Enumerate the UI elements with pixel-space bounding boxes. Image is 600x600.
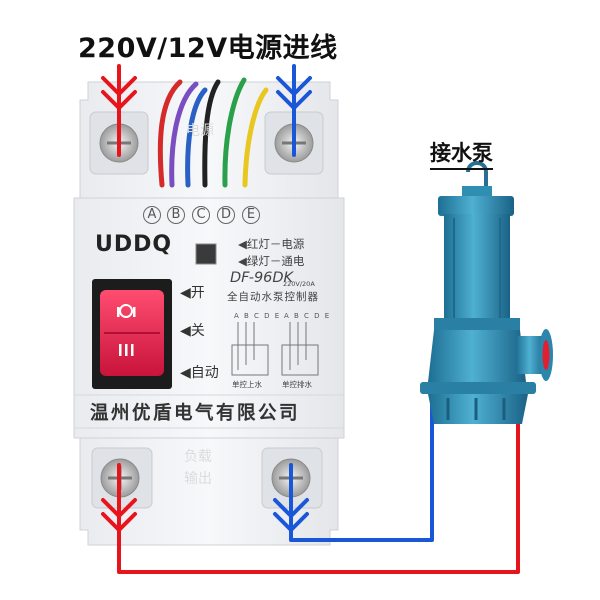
water-pump-illustration [420, 161, 553, 424]
level-schematic [231, 322, 319, 376]
terminal-label-d: D [217, 206, 235, 224]
switch-on-label: ◀开 [180, 285, 205, 301]
company-name: 温州优盾电气有限公司 [90, 403, 301, 424]
bottom-embossed-text-2: 输出 [184, 471, 212, 487]
model-number: DF-96DK [230, 270, 294, 286]
terminal-label-e: E [242, 206, 260, 224]
output-neutral-wire [273, 378, 434, 542]
bottom-embossed-text-1: 负载 [184, 449, 212, 465]
rocker-switch-icon[interactable] [92, 279, 172, 389]
mode-drain-label: 单控排水 [282, 380, 312, 389]
schematic-letters-right: A B C D E [284, 312, 331, 320]
power-input-label: 220V/12V电源进线 [78, 33, 338, 64]
terminal-label-c: C [192, 206, 210, 224]
pump-label: 接水泵 [430, 137, 493, 170]
neutral-wire-arrow-icon [276, 64, 312, 157]
top-embossed-text: 电源 [186, 123, 214, 139]
mode-supply-label: 单控上水 [232, 380, 262, 389]
schematic-letters-left: A B C D E [234, 312, 281, 320]
rating-label: 220V/20A [283, 280, 315, 288]
brand-logo: UDDQ [95, 232, 173, 257]
switch-auto-label: ◀自动 [180, 365, 219, 381]
status-led-window [195, 243, 217, 265]
terminal-label-a: A [143, 206, 161, 224]
product-name: 全自动水泵控制器 [227, 291, 319, 303]
output-live-wire [101, 378, 520, 574]
switch-off-label: ◀关 [180, 323, 205, 339]
control-wires [157, 77, 269, 188]
green-indicator-label: ◀绿灯－通电 [238, 254, 305, 268]
live-wire-arrow-icon [101, 64, 137, 157]
terminal-label-b: B [167, 206, 185, 224]
red-indicator-label: ◀红灯－电源 [238, 237, 305, 251]
